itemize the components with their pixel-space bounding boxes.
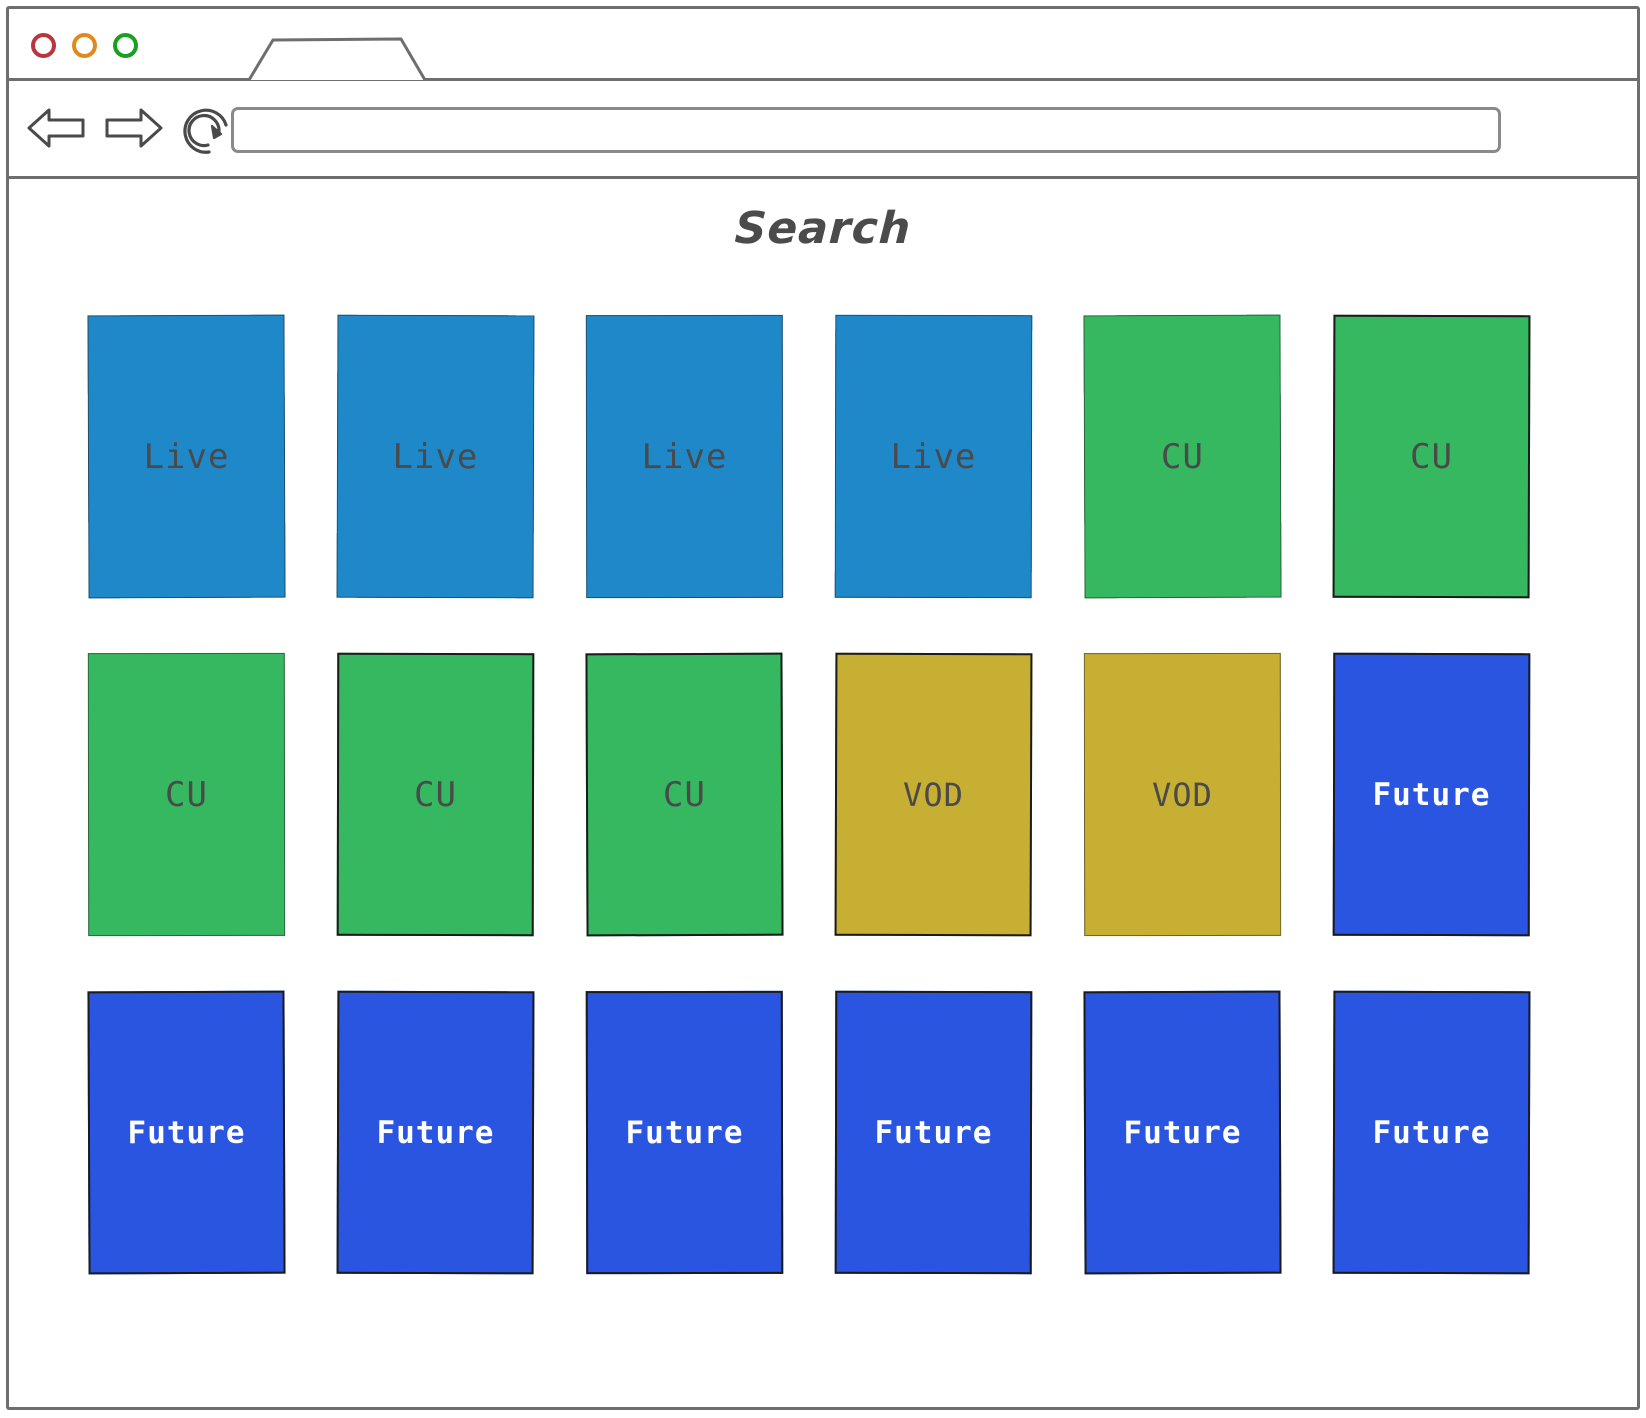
page-title: Search bbox=[733, 203, 913, 254]
card-cu[interactable]: CU bbox=[336, 652, 535, 937]
browser-titlebar bbox=[9, 9, 1637, 81]
card-future[interactable]: Future bbox=[834, 990, 1033, 1275]
card-label: CU bbox=[413, 774, 458, 815]
traffic-light-group bbox=[31, 33, 138, 58]
card-future[interactable]: Future bbox=[1332, 652, 1531, 937]
card-label: Live bbox=[641, 436, 728, 477]
close-window-button[interactable] bbox=[31, 33, 56, 58]
card-future[interactable]: Future bbox=[1332, 990, 1531, 1275]
card-label: Live bbox=[392, 436, 479, 477]
card-vod[interactable]: VOD bbox=[834, 652, 1033, 937]
card-label: Future bbox=[625, 1114, 744, 1151]
card-live[interactable]: Live bbox=[336, 314, 535, 599]
maximize-window-button[interactable] bbox=[113, 33, 138, 58]
card-future[interactable]: Future bbox=[585, 990, 784, 1275]
card-future[interactable]: Future bbox=[1083, 990, 1282, 1275]
arrow-left-icon bbox=[27, 108, 85, 148]
card-cu[interactable]: CU bbox=[87, 652, 286, 937]
card-label: CU bbox=[662, 774, 707, 815]
reload-button[interactable] bbox=[177, 99, 237, 159]
arrow-right-icon bbox=[105, 108, 163, 148]
forward-button[interactable] bbox=[99, 95, 169, 161]
card-label: VOD bbox=[1152, 775, 1213, 814]
navigation-icon-group bbox=[21, 95, 169, 161]
card-live[interactable]: Live bbox=[585, 314, 784, 599]
card-label: Future bbox=[1123, 1114, 1242, 1151]
card-label: Future bbox=[127, 1114, 246, 1151]
card-cu[interactable]: CU bbox=[585, 652, 784, 937]
card-label: Future bbox=[376, 1114, 495, 1151]
minimize-window-button[interactable] bbox=[72, 33, 97, 58]
browser-toolbar bbox=[9, 81, 1637, 179]
card-live[interactable]: Live bbox=[87, 314, 286, 599]
card-live[interactable]: Live bbox=[834, 314, 1033, 599]
card-label: CU bbox=[1409, 436, 1454, 477]
card-label: Future bbox=[1372, 1114, 1491, 1151]
card-cu[interactable]: CU bbox=[1332, 314, 1531, 599]
card-label: Future bbox=[874, 1114, 993, 1151]
back-button[interactable] bbox=[21, 95, 91, 161]
card-label: Live bbox=[890, 436, 977, 477]
card-label: CU bbox=[1160, 436, 1205, 477]
card-vod[interactable]: VOD bbox=[1083, 652, 1282, 937]
card-label: Live bbox=[143, 436, 230, 477]
reload-icon bbox=[183, 108, 228, 154]
card-label: Future bbox=[1372, 776, 1491, 813]
card-future[interactable]: Future bbox=[336, 990, 535, 1275]
card-label: CU bbox=[164, 774, 209, 815]
card-future[interactable]: Future bbox=[87, 990, 286, 1275]
browser-tab[interactable] bbox=[247, 37, 427, 81]
card-cu[interactable]: CU bbox=[1083, 314, 1282, 599]
card-label: VOD bbox=[903, 775, 964, 814]
url-input[interactable] bbox=[231, 107, 1501, 153]
